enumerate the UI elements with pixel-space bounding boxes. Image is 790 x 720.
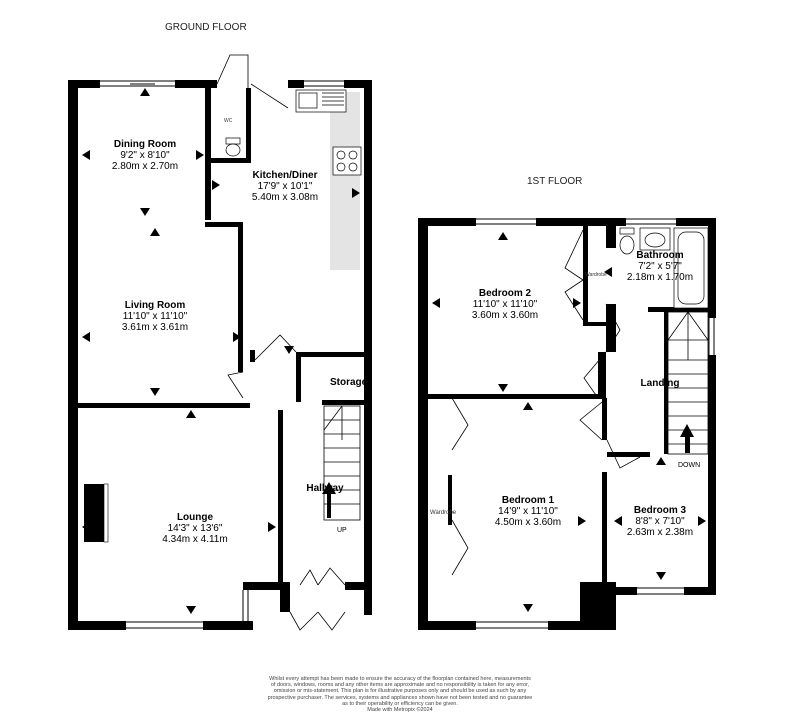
- room-metric: 2.80m x 2.70m: [111, 161, 179, 172]
- hob-icon: [332, 146, 362, 176]
- disclaimer-line: Whilst every attempt has been made to en…: [269, 676, 531, 682]
- disclaimer-line: prospective purchaser. The services, sys…: [267, 694, 533, 701]
- wardrobe-rail: [448, 475, 452, 525]
- wc-label: WC: [224, 118, 233, 124]
- room-name: Lounge: [176, 512, 214, 523]
- room-metric: 3.61m x 3.61m: [121, 322, 189, 333]
- up-arrow-icon: [322, 482, 336, 518]
- room-imperial: 11'10" x 11'10": [472, 299, 538, 310]
- first-floor-title: 1ST FLOOR: [527, 176, 583, 187]
- dimension-arrows: [82, 88, 706, 614]
- fireplace-icon: [84, 483, 109, 543]
- room-metric: 4.50m x 3.60m: [494, 517, 562, 528]
- kitchen-sink-icon: [295, 89, 347, 113]
- room-metric: 5.40m x 3.08m: [251, 192, 319, 203]
- room-dining: Dining Room 9'2" x 8'10" 2.80m x 2.70m: [100, 139, 190, 172]
- first-floor-windows: [476, 218, 715, 629]
- room-imperial: 14'9" x 11'10": [498, 506, 558, 517]
- room-name: Bedroom 1: [501, 495, 555, 506]
- disclaimer-line: omission or mis-statement. This plan is …: [273, 688, 527, 695]
- stairs-down-label: DOWN: [678, 462, 701, 469]
- room-name: Bathroom: [636, 250, 684, 261]
- ground-floor-windows: [100, 80, 344, 629]
- ground-floor-title: GROUND FLOOR: [165, 22, 247, 33]
- ground-stairs: [323, 405, 361, 521]
- room-name: Storage: [330, 377, 368, 388]
- first-floor-walls: [418, 218, 716, 630]
- disclaimer-line: of doors, windows, rooms and any other i…: [270, 682, 530, 689]
- room-living: Living Room 11'10" x 11'10" 3.61m x 3.61…: [105, 300, 205, 333]
- room-bathroom: Bathroom 7'2" x 5'7" 2.18m x 1.70m: [618, 250, 702, 283]
- toilet-icon: [225, 137, 241, 157]
- disclaimer-line: as to their operability or efficiency ca…: [342, 700, 458, 707]
- room-bedroom2: Bedroom 2 11'10" x 11'10" 3.60m x 3.60m: [455, 288, 555, 321]
- room-imperial: 7'2" x 5'7": [638, 261, 682, 272]
- room-metric: 2.63m x 2.38m: [626, 527, 694, 538]
- room-name: Hallway: [306, 483, 344, 494]
- room-metric: 3.60m x 3.60m: [471, 310, 539, 321]
- room-name: Landing: [640, 378, 680, 389]
- room-bedroom1: Bedroom 1 14'9" x 11'10" 4.50m x 3.60m: [478, 495, 578, 528]
- down-arrow-icon: [680, 424, 694, 453]
- first-stairs: [667, 311, 709, 455]
- kitchen-counter: [330, 92, 360, 270]
- room-imperial: 17'9" x 10'1": [257, 181, 313, 192]
- stairs-up-label: UP: [337, 527, 347, 534]
- room-name: Kitchen/Diner: [252, 170, 318, 181]
- room-imperial: 8'8" x 7'10": [635, 516, 685, 527]
- wardrobe-label-bedroom2: Wardrobe: [585, 272, 607, 278]
- disclaimer-line: Made with Metropix ©2024: [367, 707, 433, 714]
- room-metric: 2.18m x 1.70m: [626, 272, 694, 283]
- bathroom-fixtures: [619, 227, 709, 309]
- room-name: Bedroom 3: [633, 505, 687, 516]
- first-floor-doors: [451, 229, 641, 576]
- room-kitchen: Kitchen/Diner 17'9" x 10'1" 5.40m x 3.08…: [240, 170, 330, 203]
- ground-floor-walls: [68, 80, 372, 630]
- room-landing: Landing: [630, 378, 690, 389]
- room-name: Dining Room: [113, 139, 177, 150]
- room-imperial: 9'2" x 8'10": [120, 150, 170, 161]
- room-imperial: 14'3" x 13'6": [167, 523, 223, 534]
- disclaimer: Whilst every attempt has been made to en…: [220, 676, 580, 713]
- room-imperial: 11'10" x 11'10": [122, 311, 188, 322]
- room-metric: 4.34m x 4.11m: [162, 534, 228, 545]
- wardrobe-label-bedroom1: Wardrobe: [430, 510, 457, 516]
- room-storage: Storage: [330, 377, 368, 388]
- room-lounge: Lounge 14'3" x 13'6" 4.34m x 4.11m: [145, 512, 245, 545]
- room-name: Bedroom 2: [478, 288, 532, 299]
- room-name: Living Room: [124, 300, 186, 311]
- room-bedroom3: Bedroom 3 8'8" x 7'10" 2.63m x 2.38m: [618, 505, 702, 538]
- room-hallway: Hallway: [300, 483, 350, 494]
